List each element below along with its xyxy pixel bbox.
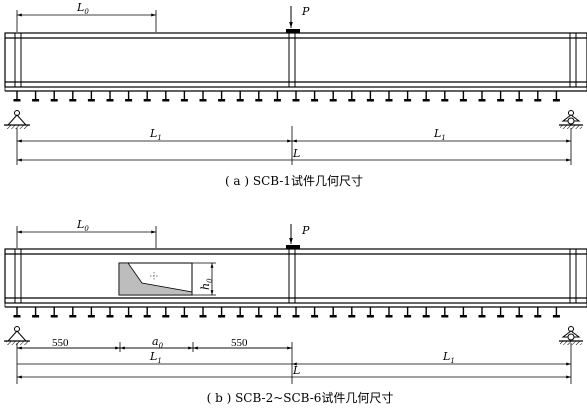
- stud: [478, 307, 486, 318]
- stud: [497, 91, 505, 102]
- stud-row-b: [13, 307, 560, 318]
- stud: [366, 91, 374, 102]
- stud: [404, 307, 412, 318]
- caption-a: ( a ) SCB-1试件几何尺寸: [225, 173, 363, 188]
- stud: [292, 91, 300, 102]
- stud: [125, 91, 133, 102]
- stud: [180, 307, 188, 318]
- label-l1-left-b: L1: [149, 350, 162, 365]
- stud: [515, 307, 523, 318]
- stud: [125, 307, 133, 318]
- stud: [50, 307, 58, 318]
- stud: [32, 91, 40, 102]
- label-l1-right-b: L1: [442, 350, 455, 365]
- stud: [311, 307, 319, 318]
- stud: [106, 307, 114, 318]
- label-l1-right-a: L1: [433, 127, 446, 142]
- stud: [311, 91, 319, 102]
- stud: [50, 91, 58, 102]
- stud: [348, 307, 356, 318]
- stud: [366, 307, 374, 318]
- stud: [218, 307, 226, 318]
- stud-row-a: [13, 91, 560, 102]
- label-l0-a: L0: [76, 1, 89, 16]
- stud: [329, 91, 337, 102]
- stud: [422, 91, 430, 102]
- pin-support-b: [4, 326, 30, 345]
- beam-a: [4, 32, 587, 92]
- stud: [292, 307, 300, 318]
- stud: [180, 91, 188, 102]
- stud: [478, 91, 486, 102]
- stud: [552, 91, 560, 102]
- stud: [199, 307, 207, 318]
- label-550-right: 550: [231, 337, 248, 349]
- stud: [32, 307, 40, 318]
- caption-b: ( b ) SCB-2~SCB-6试件几何尺寸: [207, 390, 394, 405]
- stud: [13, 307, 21, 318]
- stud: [552, 307, 560, 318]
- stud: [69, 91, 77, 102]
- label-l0-b: L0: [76, 218, 89, 233]
- load-arrow-a: [286, 6, 300, 33]
- dim-h0: [192, 262, 216, 296]
- label-550-left: 550: [52, 337, 69, 349]
- beam-b: [4, 248, 587, 308]
- stud: [13, 91, 21, 102]
- stud: [236, 91, 244, 102]
- roller-support-b: [559, 326, 583, 345]
- pin-support-a: [4, 110, 30, 129]
- stud: [106, 91, 114, 102]
- stud: [441, 307, 449, 318]
- stud: [69, 307, 77, 318]
- label-h0: h0: [199, 278, 214, 290]
- label-p-a: P: [301, 5, 310, 18]
- stud: [497, 307, 505, 318]
- stud: [255, 91, 263, 102]
- stud: [273, 91, 281, 102]
- figure-b: L0 P h0: [4, 218, 587, 405]
- stud: [87, 91, 95, 102]
- dim-l0-a: [16, 10, 157, 32]
- web-opening: [118, 262, 193, 296]
- stud: [218, 91, 226, 102]
- label-a0: a0: [152, 335, 164, 350]
- stud: [236, 307, 244, 318]
- stud: [385, 91, 393, 102]
- stud: [441, 91, 449, 102]
- stud: [348, 91, 356, 102]
- stud: [534, 307, 542, 318]
- label-l-b: L: [292, 364, 300, 377]
- label-l-a: L: [292, 147, 300, 160]
- stud: [329, 307, 337, 318]
- stud: [385, 307, 393, 318]
- stud: [143, 91, 151, 102]
- dim-l1-a: [16, 126, 572, 165]
- dim-l0-b: [16, 226, 157, 248]
- stud: [143, 307, 151, 318]
- stud: [404, 91, 412, 102]
- label-l1-left-a: L1: [149, 127, 162, 142]
- dim-segments-b: [16, 342, 572, 384]
- stud: [87, 307, 95, 318]
- stud: [162, 91, 170, 102]
- stud: [255, 307, 263, 318]
- stud: [273, 307, 281, 318]
- figure-a: L0 P: [4, 1, 587, 188]
- label-p-b: P: [301, 224, 310, 237]
- stud: [422, 307, 430, 318]
- stud: [199, 91, 207, 102]
- stud: [459, 307, 467, 318]
- roller-support-a: [559, 110, 583, 129]
- stud: [162, 307, 170, 318]
- stud: [459, 91, 467, 102]
- stud: [515, 91, 523, 102]
- stud: [534, 91, 542, 102]
- load-arrow-b: [286, 224, 300, 249]
